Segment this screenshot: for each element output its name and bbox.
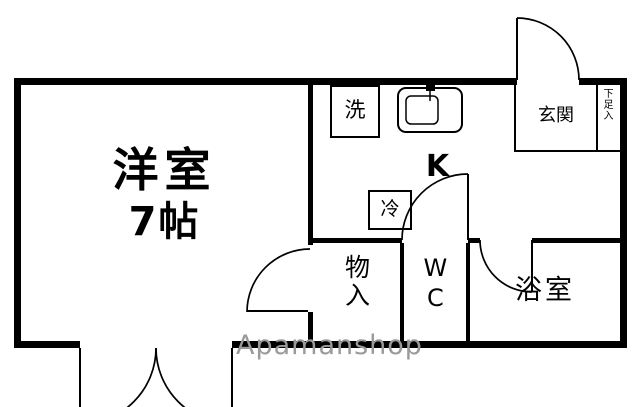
wall-living-lower <box>308 312 313 341</box>
wall-right <box>620 78 627 348</box>
closet-door-arc <box>246 248 311 313</box>
wall-top-right <box>579 78 627 85</box>
room-label-entrance: 玄関 <box>538 105 574 126</box>
wall-living-upper <box>308 85 313 245</box>
wall-mid-a <box>308 238 402 243</box>
kitchen-sink-icon <box>397 82 463 133</box>
bath-door-arc <box>479 239 533 293</box>
wall-genkan-bottom <box>514 150 620 152</box>
wall-mid-b <box>468 238 480 243</box>
room-label-shoe-storage: 下足入 <box>601 88 612 121</box>
wc-door-arc <box>401 173 469 241</box>
room-label-bath: 浴室 <box>515 275 575 306</box>
room-label-living: 洋室 <box>112 143 217 197</box>
faucet-icon <box>426 82 435 91</box>
wall-top-left <box>14 78 517 85</box>
wall-mid-c <box>532 238 620 243</box>
fixture-label-washer: 洗 <box>344 98 366 122</box>
wall-bottom-right <box>232 341 627 348</box>
entrance-door-arc <box>516 17 580 81</box>
room-label-living-size: 7帖 <box>128 199 201 245</box>
watermark: Apamanshop <box>236 330 423 361</box>
wall-closet-wc <box>400 243 404 341</box>
balcony-door-arc-left <box>126 347 157 407</box>
wall-left <box>14 78 21 348</box>
room-label-closet: 物入 <box>341 254 371 310</box>
balcony-door-arc-right <box>155 347 186 407</box>
fixture-label-fridge: 冷 <box>380 198 400 220</box>
wall-genkan-divider <box>596 85 598 150</box>
wall-genkan-left <box>514 85 516 152</box>
room-label-toilet: WC <box>421 254 450 314</box>
wall-wc-bath <box>466 243 470 341</box>
room-label-kitchen: K <box>425 149 450 184</box>
wall-bottom-left <box>14 341 80 348</box>
washer-pan-box <box>330 85 380 138</box>
